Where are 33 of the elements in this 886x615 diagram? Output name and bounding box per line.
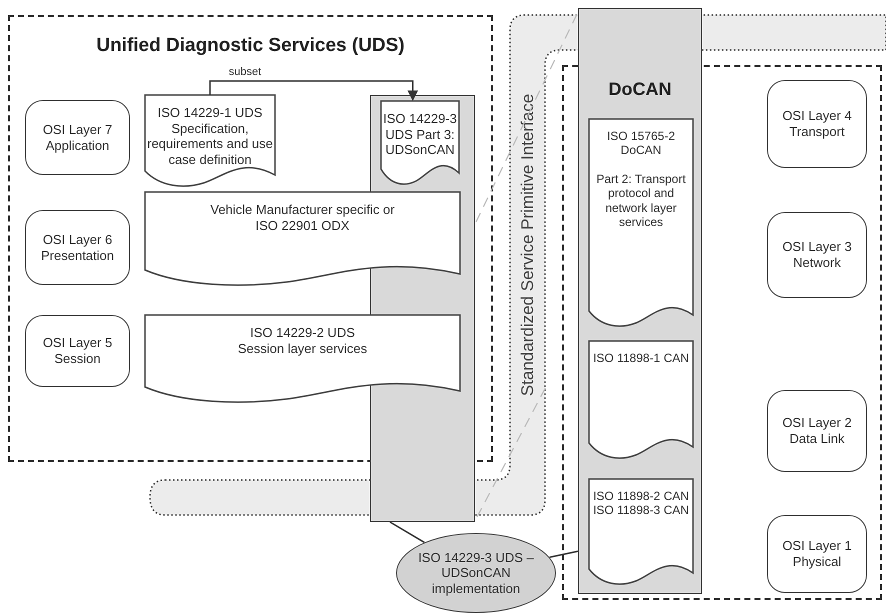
label-text: ISO 11898-2 CAN ISO 11898-3 CAN [592,489,690,518]
layer-box [25,100,130,175]
edge-label: subset [226,66,264,78]
layer-box [25,315,130,387]
label-text: OSI Layer 3 Network [781,239,853,271]
connector-line [549,550,578,558]
layer-box [25,210,130,285]
layer-box [767,515,867,593]
label-text: OSI Layer 5 Session [42,335,114,367]
label-text: Part 2: Transport protocol and network layer services [595,172,687,230]
shaded-column [578,8,702,594]
label-text: OSI Layer 2 Data Link [781,415,853,447]
label-text: ISO 11898-1 CAN [593,351,689,366]
connector-line [390,521,425,544]
layer-box [767,390,867,472]
label-text: OSI Layer 6 Presentation [40,232,115,264]
label-text: OSI Layer 1 Physical [781,538,853,570]
layer-box [767,80,867,168]
arrow [209,80,418,102]
dashed-group-box [562,65,882,600]
label-text: ISO 14229-2 UDS Session layer services [236,325,368,356]
label-text: ISO 14229-3 UDS Part 3: UDSonCAN [383,111,457,158]
label-text: ISO 15765-2 DoCAN [606,129,676,158]
layer-box [767,212,867,298]
interface-label: Standardized Service Primitive Interface [518,94,538,396]
label-text: ISO 14229-3 UDS – UDSonCAN implementation [417,550,535,596]
label-text: Vehicle Manufacturer specific or ISO 22901 ODX [210,202,395,234]
heading: Unified Diagnostic Services (UDS) [96,35,405,58]
heading: DoCAN [608,79,672,101]
label-text: ISO 14229-1 UDS Specification, requirements and use case definition [147,105,273,168]
label-text: OSI Layer 4 Transport [781,108,853,140]
dashed-group-box [8,15,493,462]
label-text: OSI Layer 7 Application [42,122,114,154]
